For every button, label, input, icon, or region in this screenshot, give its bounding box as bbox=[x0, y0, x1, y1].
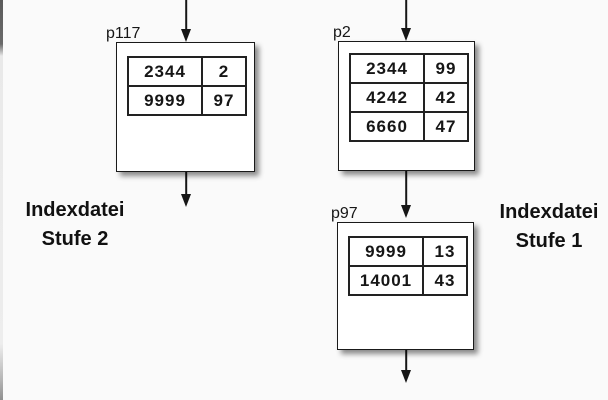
arrow-p2-to-p97 bbox=[400, 171, 412, 218]
pointer-cell: 2 bbox=[201, 56, 247, 87]
pointer-cell: 99 bbox=[423, 53, 469, 84]
index-node-p2: p2 2344 99 4242 42 6660 47 bbox=[333, 24, 475, 171]
arrow-shaft bbox=[405, 0, 407, 32]
key-pointer-table: 2344 99 4242 42 6660 47 bbox=[349, 53, 469, 142]
caption-line: Stufe 2 bbox=[41, 228, 109, 250]
arrow-shaft bbox=[405, 171, 407, 209]
arrow-shaft bbox=[405, 350, 407, 374]
caption-line: Stufe 1 bbox=[515, 230, 583, 252]
pointer-cell: 13 bbox=[422, 236, 468, 267]
arrow-out-of-p117 bbox=[180, 172, 192, 207]
arrow-head-icon bbox=[401, 205, 411, 218]
key-cell: 9999 bbox=[127, 85, 203, 116]
arrow-shaft bbox=[185, 0, 187, 33]
node-id-label: p117 bbox=[106, 25, 141, 43]
key-cell: 2344 bbox=[349, 53, 425, 84]
key-cell: 9999 bbox=[348, 236, 424, 267]
arrow-head-icon bbox=[401, 370, 411, 383]
arrow-shaft bbox=[185, 172, 187, 198]
arrow-into-p2 bbox=[400, 0, 412, 41]
pointer-cell: 42 bbox=[423, 82, 469, 113]
page-edge-artifact bbox=[0, 0, 3, 400]
node-id-label: p2 bbox=[333, 24, 351, 42]
table-row: 14001 43 bbox=[348, 265, 468, 296]
table-row: 9999 97 bbox=[127, 85, 247, 116]
arrow-out-of-p97 bbox=[400, 350, 412, 383]
pointer-cell: 47 bbox=[423, 111, 469, 142]
index-node-p97: p97 9999 13 14001 43 bbox=[331, 205, 474, 350]
table-row: 4242 42 bbox=[349, 82, 469, 113]
caption-index-level-1: Indexdatei Stufe 1 bbox=[484, 198, 608, 256]
node-id-label: p97 bbox=[331, 205, 358, 223]
key-pointer-table: 2344 2 9999 97 bbox=[127, 56, 247, 116]
key-cell: 6660 bbox=[349, 111, 425, 142]
index-node-p117: p117 2344 2 9999 97 bbox=[106, 25, 255, 172]
caption-line: Indexdatei bbox=[25, 199, 125, 221]
table-row: 2344 2 bbox=[127, 56, 247, 87]
pointer-cell: 97 bbox=[201, 85, 247, 116]
key-cell: 2344 bbox=[127, 56, 203, 87]
arrow-head-icon bbox=[181, 194, 191, 207]
caption-index-level-2: Indexdatei Stufe 2 bbox=[10, 196, 140, 254]
arrow-head-icon bbox=[181, 29, 191, 42]
key-cell: 14001 bbox=[348, 265, 424, 296]
key-cell: 4242 bbox=[349, 82, 425, 113]
caption-line: Indexdatei bbox=[499, 201, 599, 223]
key-pointer-table: 9999 13 14001 43 bbox=[348, 236, 468, 296]
table-row: 6660 47 bbox=[349, 111, 469, 142]
pointer-cell: 43 bbox=[422, 265, 468, 296]
arrow-into-p117 bbox=[180, 0, 192, 42]
table-row: 2344 99 bbox=[349, 53, 469, 84]
table-row: 9999 13 bbox=[348, 236, 468, 267]
arrow-head-icon bbox=[401, 28, 411, 41]
